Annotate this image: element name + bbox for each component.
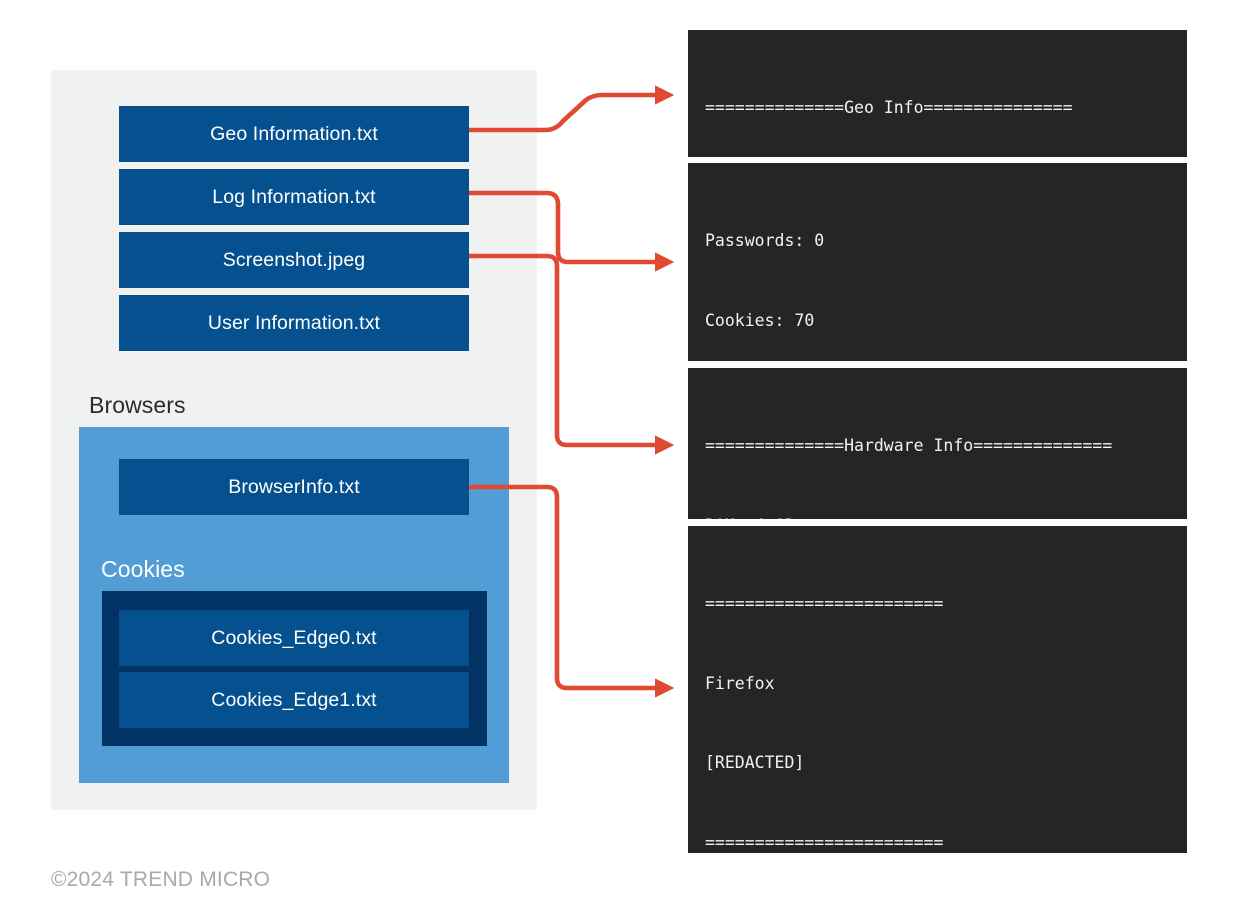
file-browserinfo[interactable]: BrowserInfo.txt [119, 459, 469, 515]
terminal-browser-info: ======================== Firefox [REDACT… [688, 526, 1187, 853]
file-geo-information[interactable]: Geo Information.txt [119, 106, 469, 162]
terminal-line: ==============Geo Info=============== [705, 98, 1073, 117]
file-label: Screenshot.jpeg [222, 248, 366, 271]
terminal-line: [REDACTED] [705, 753, 805, 772]
file-label: Cookies_Edge0.txt [211, 626, 377, 649]
terminal-line: ======================== [705, 832, 944, 852]
terminal-line: Firefox [705, 673, 775, 693]
terminal-line: ======================== [705, 594, 944, 613]
file-cookies-edge0[interactable]: Cookies_Edge0.txt [119, 610, 469, 666]
terminal-hardware-info: ==============Hardware Info=============… [688, 368, 1187, 519]
cookies-folder-container: Cookies_Edge0.txt Cookies_Edge1.txt [102, 591, 487, 746]
cookies-folder-label: Cookies [101, 556, 185, 582]
copyright-footer: ©2024 TREND MICRO [51, 868, 271, 891]
file-label: Log Information.txt [212, 185, 376, 208]
terminal-log-info: Passwords: 0 Cookies: 70 Wallets: 0 Serv… [688, 163, 1187, 361]
terminal-geo-info: ==============Geo Info=============== IP… [688, 30, 1187, 157]
file-label: User Information.txt [207, 311, 381, 334]
file-label: Cookies_Edge1.txt [211, 688, 377, 711]
file-user-information[interactable]: User Information.txt [119, 295, 469, 351]
file-label: BrowserInfo.txt [228, 475, 360, 498]
terminal-line: RAM: 4 GB [705, 513, 1187, 520]
file-log-information[interactable]: Log Information.txt [119, 169, 469, 225]
file-label: Geo Information.txt [210, 122, 378, 145]
file-screenshot[interactable]: Screenshot.jpeg [119, 232, 469, 288]
file-tree-panel: Geo Information.txt Log Information.txt … [51, 70, 537, 810]
terminal-line: Cookies: 70 [705, 310, 815, 330]
browsers-folder-container: BrowserInfo.txt Cookies Cookies_Edge0.tx… [79, 427, 509, 783]
file-cookies-edge1[interactable]: Cookies_Edge1.txt [119, 672, 469, 728]
browsers-folder-label: Browsers [89, 392, 186, 418]
terminal-line: ==============Hardware Info=============… [705, 436, 1113, 455]
terminal-line: Passwords: 0 [705, 231, 825, 250]
